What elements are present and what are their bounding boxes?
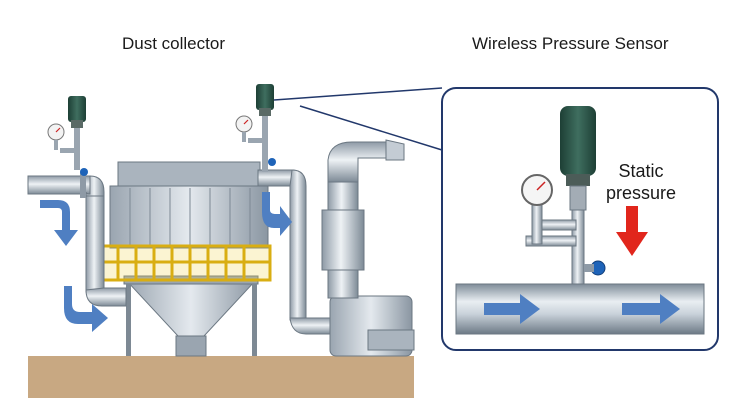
static-label-line2: pressure xyxy=(605,183,677,203)
static-pressure-label: Static pressure xyxy=(601,160,681,204)
title-dust-collector: Dust collector xyxy=(122,34,225,53)
fan-unit xyxy=(321,139,415,357)
static-pressure-arrow xyxy=(616,206,648,256)
callout-leader xyxy=(273,87,443,151)
ground xyxy=(28,356,414,398)
valve-icon xyxy=(80,168,88,176)
flow-arrow-icon xyxy=(40,200,78,246)
callout-pipe xyxy=(455,283,705,335)
callout-sensor xyxy=(521,106,606,285)
outlet-pipe xyxy=(257,169,331,335)
valve-icon xyxy=(268,158,276,166)
inlet-pipe xyxy=(27,172,127,307)
flow-arrows-left xyxy=(40,192,292,332)
flow-arrow-icon xyxy=(484,294,540,324)
wireless-sensor-icon xyxy=(560,106,596,176)
title-wireless-pressure-sensor: Wireless Pressure Sensor xyxy=(472,34,669,53)
static-label-line1: Static xyxy=(618,161,664,181)
wireless-sensor-center xyxy=(235,84,276,172)
flow-arrow-icon xyxy=(64,286,108,332)
railing xyxy=(100,244,272,282)
wireless-sensor-left xyxy=(47,96,88,176)
flow-arrow-icon xyxy=(262,192,292,236)
flow-arrow-icon xyxy=(622,294,680,324)
dust-collector-housing xyxy=(109,161,269,357)
